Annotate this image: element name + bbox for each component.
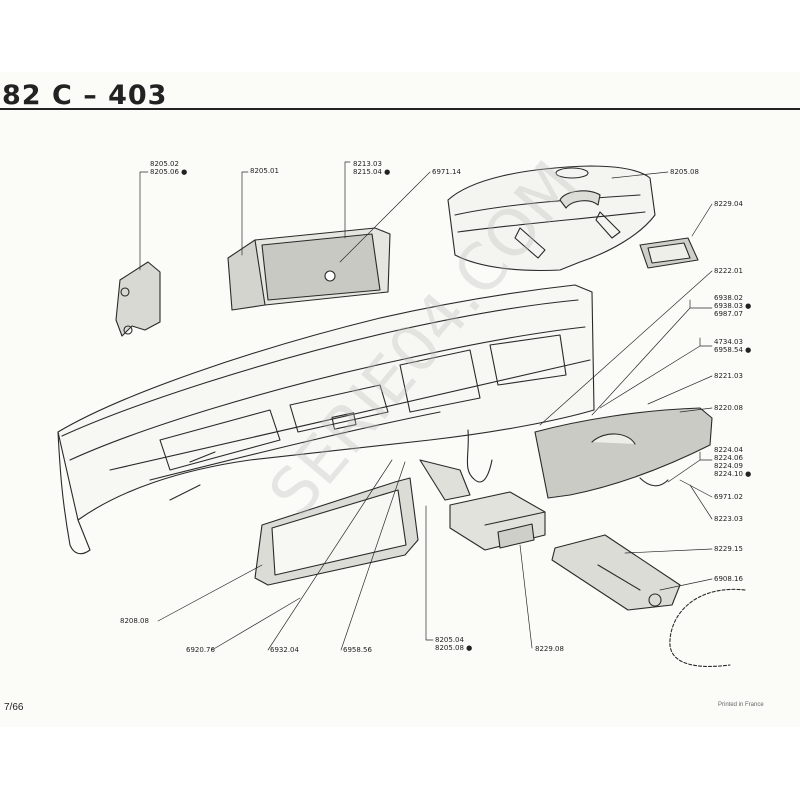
part-label-8205-06: 8205.06 ● (150, 168, 188, 176)
main-dashboard-panel (57, 284, 595, 555)
part-label-6920-76: 6920.76 (186, 646, 215, 654)
part-label-8229-15: 8229.15 (714, 545, 743, 553)
part-label-6987-07: 6987.07 (714, 310, 743, 318)
leader-lines (139, 161, 713, 651)
upper-dash-shell (447, 165, 656, 272)
glovebox-lid-8213 (227, 227, 391, 311)
title-rule (0, 108, 800, 110)
part-label-6958-54: 6958.54 ● (714, 346, 752, 354)
frame-8208-08 (254, 477, 419, 586)
part-label-8229-08: 8229.08 (535, 645, 564, 653)
bracket-8205-02 (115, 261, 161, 337)
part-label-4734-03: 4734.03 (714, 338, 743, 346)
ashtray-8220-08 (534, 407, 713, 499)
part-label-group-6938: 6938.02 6938.03 ● 6987.07 (714, 294, 751, 318)
part-label-8224-06: 8224.06 (714, 454, 743, 462)
speaker-bracket-8229-15 (551, 534, 681, 611)
part-label-8224-09: 8224.09 (714, 462, 743, 470)
part-label-8208-08: 8208.08 (120, 617, 149, 625)
part-label-8205-08-top: 8205.08 (670, 168, 699, 176)
vent-8229-04 (639, 237, 699, 269)
part-label-8222-01: 8222.01 (714, 267, 743, 275)
part-label-group-8213-03: 8213.03 8215.04 ● (353, 160, 390, 176)
part-label-8205-02: 8205.02 (150, 160, 179, 168)
page-title: 82 C – 403 (2, 80, 168, 111)
part-label-8221-03: 8221.03 (714, 372, 743, 380)
part-label-6938-02: 6938.02 (714, 294, 743, 302)
printed-note: Printed in France (718, 702, 764, 708)
bracket-8205-04 (419, 429, 493, 501)
part-label-6938-03: 6938.03 ● (714, 302, 752, 310)
part-label-8215-04: 8215.04 ● (353, 168, 391, 176)
part-label-6908-16: 6908.16 (714, 575, 743, 583)
cable-6908-16 (669, 588, 746, 667)
part-label-8223-03: 8223.03 (714, 515, 743, 523)
part-label-6958-56: 6958.56 (343, 646, 372, 654)
part-label-8205-01: 8205.01 (250, 167, 279, 175)
part-label-8205-08-bottom: 8205.08 ● (435, 644, 473, 652)
part-label-8220-08: 8220.08 (714, 404, 743, 412)
part-label-8224-04: 8224.04 (714, 446, 743, 454)
handle-8205-08 (559, 190, 601, 209)
part-label-group-8205-04: 8205.04 8205.08 ● (435, 636, 472, 652)
part-label-6971-14: 6971.14 (432, 168, 461, 176)
radio-housing-8229-08 (449, 491, 546, 551)
part-label-8229-04: 8229.04 (714, 200, 743, 208)
part-label-group-8205-02: 8205.02 8205.06 ● (150, 160, 187, 176)
part-label-8205-04: 8205.04 (435, 636, 464, 644)
part-label-6971-02: 6971.02 (714, 493, 743, 501)
part-label-8213-03: 8213.03 (353, 160, 382, 168)
part-label-group-4734: 4734.03 6958.54 ● (714, 338, 751, 354)
part-label-6932-04: 6932.04 (270, 646, 299, 654)
part-label-group-8224: 8224.04 8224.06 8224.09 8224.10 ● (714, 446, 751, 478)
part-label-8224-10: 8224.10 ● (714, 470, 752, 478)
page-number: 7/66 (4, 702, 24, 713)
